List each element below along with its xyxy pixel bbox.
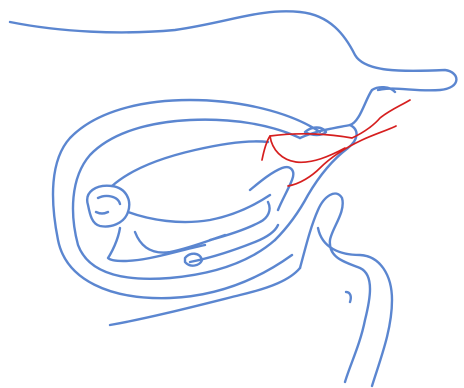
birth-canal-upper (300, 87, 395, 138)
foetus-ear (98, 196, 120, 204)
birth-canal-lower (275, 125, 357, 240)
highlight-line-mid (270, 136, 345, 162)
foetus-back (128, 195, 270, 222)
foetus-foreleg-2 (135, 232, 225, 253)
small-tick-mark (346, 292, 351, 302)
foetus-head (87, 186, 129, 227)
foetus-foreleg-1 (108, 228, 205, 261)
back-outline (10, 11, 456, 90)
foetus-eye (96, 212, 108, 214)
pelvic-bone (318, 228, 392, 386)
foetus-body (112, 141, 268, 186)
pelvis-outline (300, 194, 370, 382)
foetus-hindleg-1 (210, 202, 270, 240)
